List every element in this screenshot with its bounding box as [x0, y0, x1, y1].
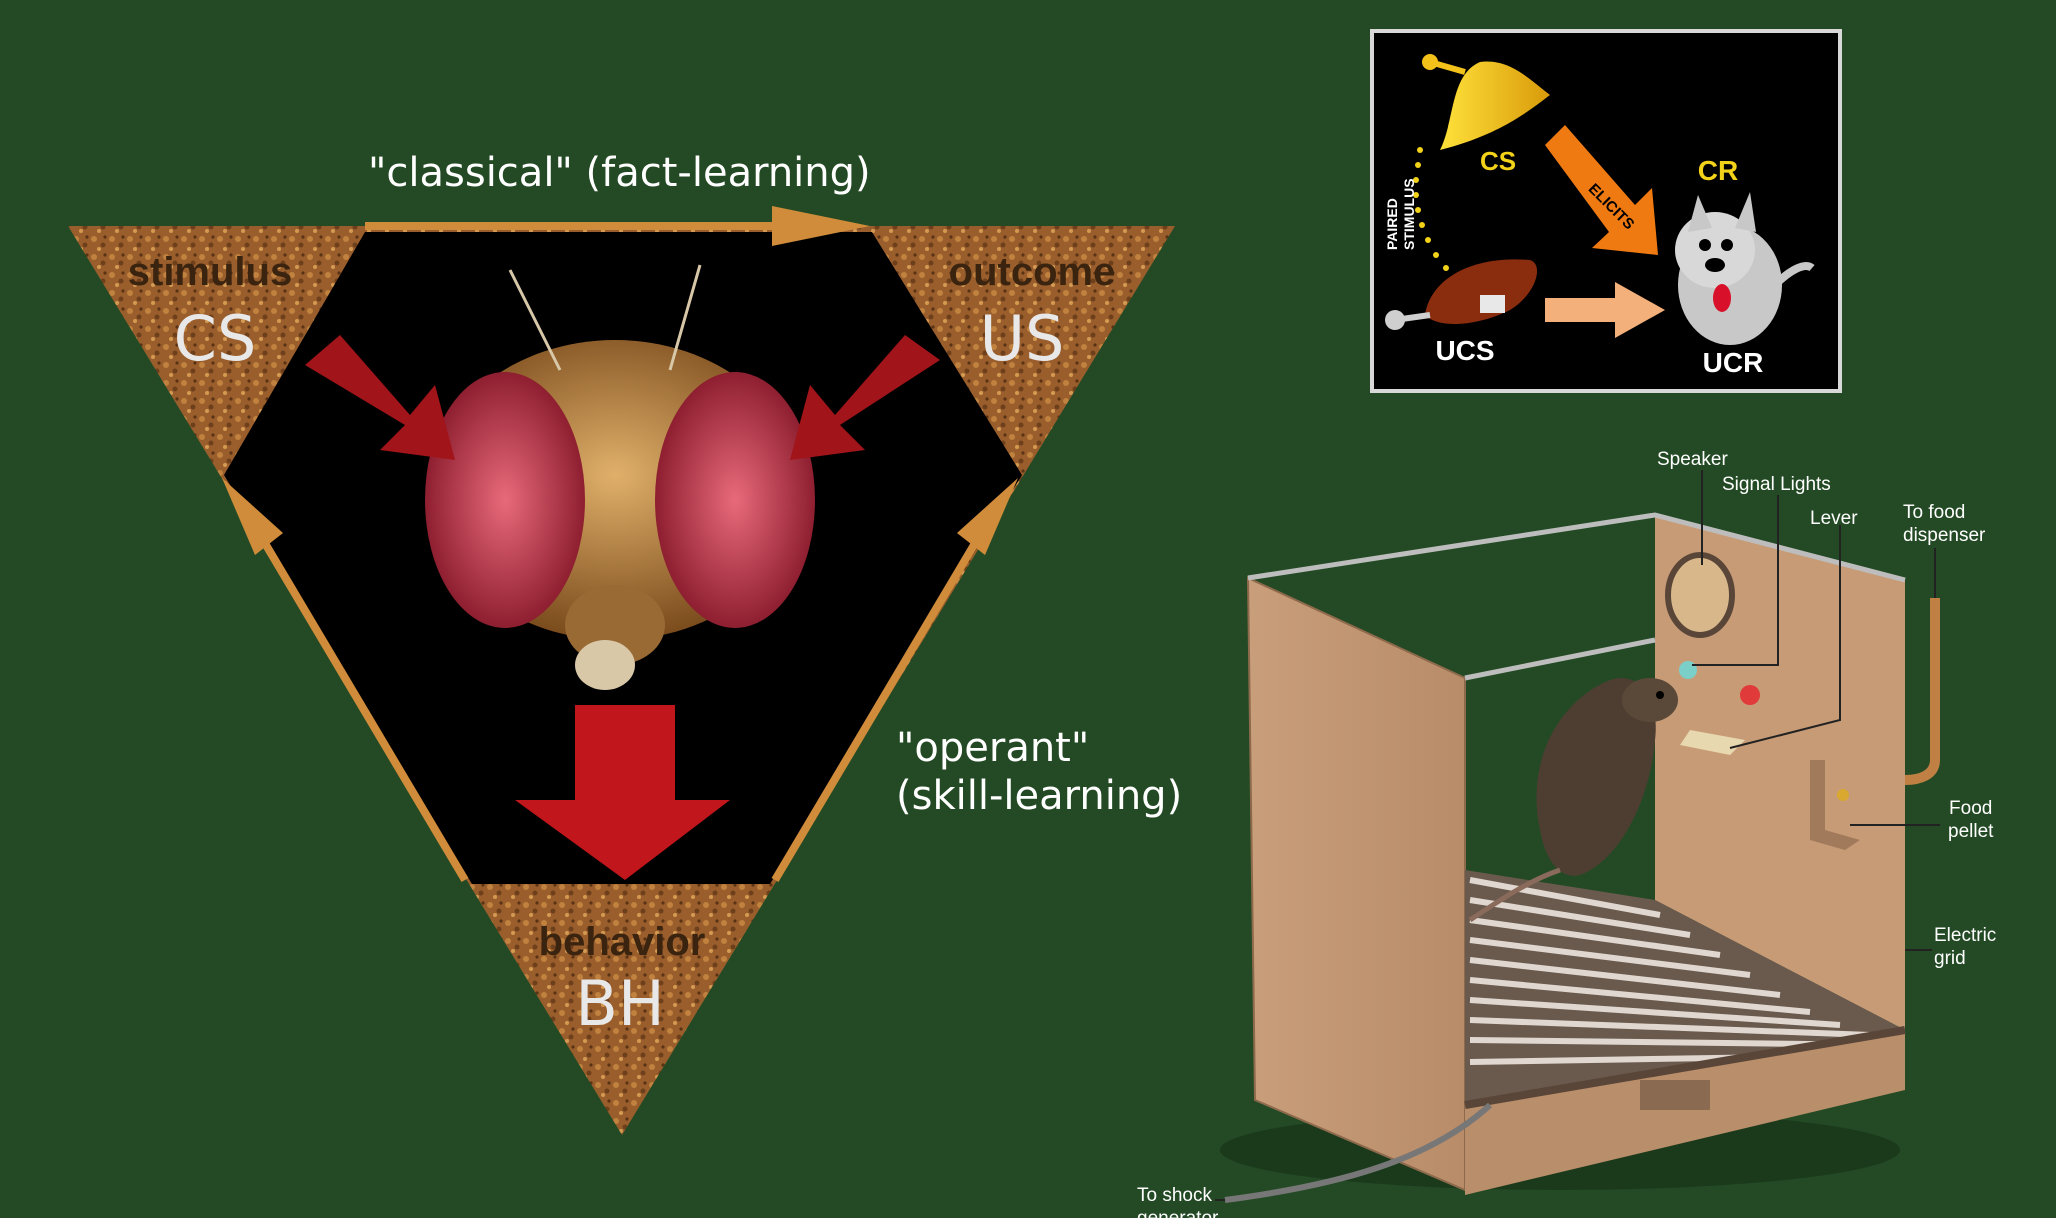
left-wall: [1248, 578, 1465, 1190]
corner-behavior-word: behavior: [539, 920, 706, 964]
label-food-dispenser: To food dispenser: [1903, 501, 1985, 547]
label-food-dispenser-line2: dispenser: [1903, 524, 1985, 547]
label-shock-line2: generator: [1137, 1207, 1218, 1218]
label-food-pellet-line2: pellet: [1948, 820, 1993, 843]
corner-stimulus-abbr: CS: [174, 302, 257, 375]
operant-line2: (skill-learning): [896, 772, 1182, 820]
pavlov-panel: CS ELICITS PAIRED STIMULUS UCS CR: [1372, 31, 1840, 391]
signal-light-red: [1740, 685, 1760, 705]
label-electric-grid: Electric grid: [1934, 924, 1996, 970]
pavlov-ucs: UCS: [1435, 335, 1494, 366]
pavlov-cr: CR: [1698, 155, 1738, 186]
corner-outcome-abbr: US: [980, 302, 1065, 375]
label-electric-grid-line2: grid: [1934, 947, 1996, 970]
label-shock-line1: To shock: [1137, 1184, 1218, 1207]
label-food-pellet-line1: Food: [1948, 797, 1993, 820]
corner-stimulus-word: stimulus: [128, 250, 292, 294]
label-food-dispenser-line1: To food: [1903, 501, 1985, 524]
pavlov-cs: CS: [1480, 146, 1516, 176]
label-lever: Lever: [1810, 507, 1858, 530]
operant-line1: "operant": [896, 724, 1182, 772]
label-signal-lights: Signal Lights: [1722, 473, 1831, 496]
speaker: [1668, 555, 1732, 635]
pavlov-ucr: UCR: [1703, 347, 1764, 378]
food-pellet: [1837, 789, 1849, 801]
learning-triangle: stimulus CS outcome US behavior BH: [68, 206, 1175, 1135]
label-electric-grid-line1: Electric: [1934, 924, 1996, 947]
corner-behavior-abbr: BH: [575, 967, 664, 1040]
dispenser-tube: [1905, 598, 1935, 780]
label-speaker: Speaker: [1657, 448, 1728, 471]
corner-outcome-word: outcome: [949, 250, 1116, 294]
signal-light-green: [1679, 661, 1697, 679]
classical-label: "classical" (fact-learning): [368, 150, 871, 196]
pavlov-paired-line2: STIMULUS: [1401, 178, 1417, 250]
label-shock-generator: To shock generator: [1137, 1184, 1218, 1218]
label-food-pellet: Food pellet: [1948, 797, 1993, 843]
skinner-box: [1215, 470, 1940, 1200]
box-handle: [1640, 1080, 1710, 1110]
pavlov-paired-line1: PAIRED: [1384, 198, 1400, 250]
operant-label: "operant" (skill-learning): [896, 724, 1182, 820]
